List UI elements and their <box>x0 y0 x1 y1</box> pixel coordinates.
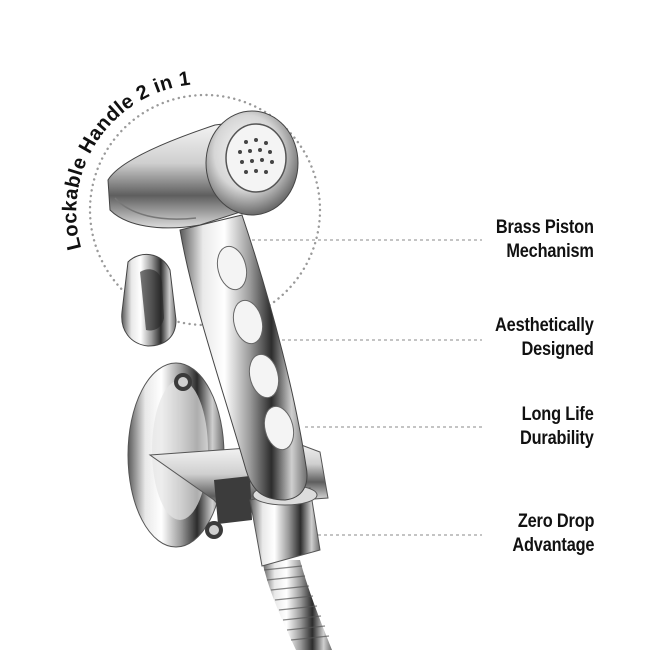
feature-line: Zero Drop <box>517 511 594 532</box>
feature-line: Advantage <box>512 535 594 556</box>
lever-icon <box>121 254 177 347</box>
feature-line: Mechanism <box>506 241 595 262</box>
feature-label-durability: Long Life Durability <box>520 403 594 451</box>
feature-label-brass-piston: Brass Piston Mechanism <box>496 216 594 264</box>
spray-head-icon <box>107 110 299 229</box>
hose-icon <box>262 560 332 650</box>
feature-label-zero-drop: Zero Drop Advantage <box>512 510 594 558</box>
feature-line: Aesthetically <box>495 315 594 336</box>
feature-line: Durability <box>520 428 594 449</box>
spray-nozzle-holes <box>238 138 274 174</box>
handle-body-icon <box>179 214 308 501</box>
feature-label-aesthetic: Aesthetically Designed <box>495 314 594 362</box>
feature-line: Designed <box>521 339 594 360</box>
feature-line: Long Life <box>522 404 594 425</box>
feature-line: Brass Piston <box>496 217 594 238</box>
leader-lines <box>240 239 482 536</box>
